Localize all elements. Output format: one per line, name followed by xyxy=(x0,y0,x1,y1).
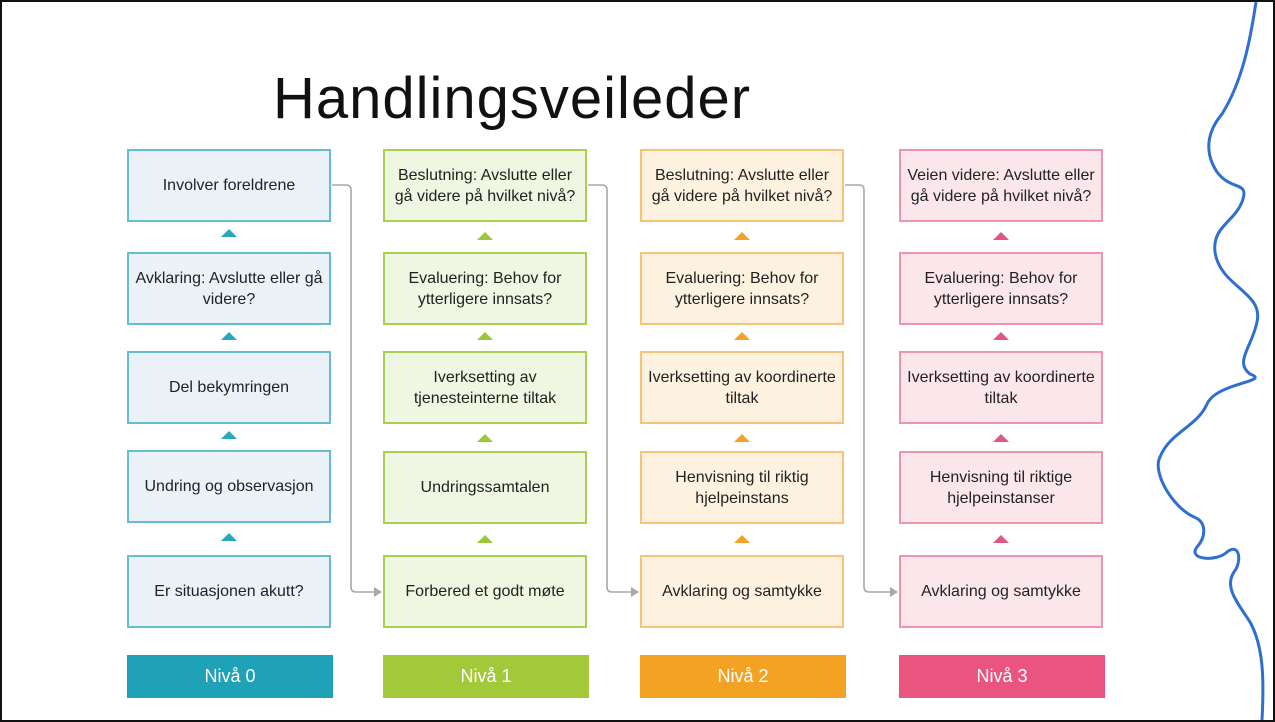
up-arrow-icon xyxy=(734,434,750,442)
step-box: Beslutning: Avslutte eller gå videre på … xyxy=(640,149,844,222)
up-arrow-icon xyxy=(993,535,1009,543)
step-box: Iverksetting av koordinerte tiltak xyxy=(640,351,844,424)
step-box: Er situasjonen akutt? xyxy=(127,555,331,628)
up-arrow-icon xyxy=(734,535,750,543)
step-box: Avklaring og samtykke xyxy=(899,555,1103,628)
connector-line xyxy=(332,184,376,593)
up-arrow-icon xyxy=(734,232,750,240)
up-arrow-icon xyxy=(993,232,1009,240)
level-badge: Nivå 2 xyxy=(640,655,846,698)
step-box: Beslutning: Avslutte eller gå videre på … xyxy=(383,149,587,222)
up-arrow-icon xyxy=(993,332,1009,340)
arrow-head-icon xyxy=(890,587,898,597)
step-box: Avklaring og samtykke xyxy=(640,555,844,628)
up-arrow-icon xyxy=(477,535,493,543)
step-box: Del bekymringen xyxy=(127,351,331,424)
up-arrow-icon xyxy=(477,232,493,240)
step-box: Henvisning til riktige hjelpeinstanser xyxy=(899,451,1103,524)
step-box: Avklaring: Avslutte eller gå videre? xyxy=(127,252,331,325)
column-nivaa-1: Beslutning: Avslutte eller gå videre på … xyxy=(383,2,593,720)
up-arrow-icon xyxy=(477,332,493,340)
step-box: Forbered et godt møte xyxy=(383,555,587,628)
level-badge: Nivå 1 xyxy=(383,655,589,698)
up-arrow-icon xyxy=(477,434,493,442)
step-box: Evaluering: Behov for ytterligere innsat… xyxy=(383,252,587,325)
up-arrow-icon xyxy=(734,332,750,340)
step-box: Evaluering: Behov for ytterligere innsat… xyxy=(640,252,844,325)
step-box: Evaluering: Behov for ytterligere innsat… xyxy=(899,252,1103,325)
up-arrow-icon xyxy=(221,332,237,340)
up-arrow-icon xyxy=(221,229,237,237)
arrow-head-icon xyxy=(374,587,382,597)
step-box: Iverksetting av tjenesteinterne tiltak xyxy=(383,351,587,424)
up-arrow-icon xyxy=(221,431,237,439)
up-arrow-icon xyxy=(993,434,1009,442)
slide-title: Handlingsveileder xyxy=(272,66,752,131)
column-nivaa-3: Veien videre: Avslutte eller gå videre p… xyxy=(899,2,1109,720)
step-box: Undringssamtalen xyxy=(383,451,587,524)
arrow-head-icon xyxy=(631,587,639,597)
column-nivaa-2: Beslutning: Avslutte eller gå videre på … xyxy=(640,2,850,720)
step-box: Veien videre: Avslutte eller gå videre p… xyxy=(899,149,1103,222)
connector-line xyxy=(845,184,892,593)
up-arrow-icon xyxy=(221,533,237,541)
step-box: Undring og observasjon xyxy=(127,450,331,523)
level-badge: Nivå 0 xyxy=(127,655,333,698)
step-box: Involver foreldrene xyxy=(127,149,331,222)
step-box: Iverksetting av koordinerte tiltak xyxy=(899,351,1103,424)
column-nivaa-0: Involver foreldrene Avklaring: Avslutte … xyxy=(127,2,337,720)
connector-line xyxy=(588,184,633,593)
level-badge: Nivå 3 xyxy=(899,655,1105,698)
step-box: Henvisning til riktig hjelpeinstans xyxy=(640,451,844,524)
decorative-wave-line xyxy=(1156,2,1265,720)
